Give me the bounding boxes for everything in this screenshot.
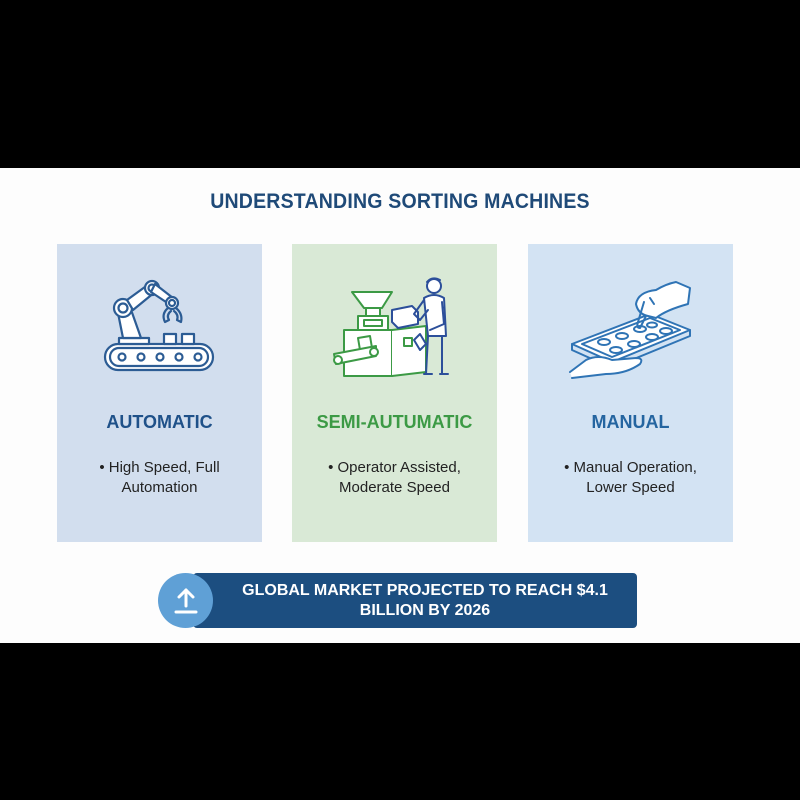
banner-line: GLOBAL MARKET PROJECTED TO REACH $4.1 xyxy=(242,581,608,599)
desc-line: High Speed, Full xyxy=(108,459,220,476)
card-automatic: AUTOMATIC • High Speed, Full Automation xyxy=(57,244,262,542)
bullet: • xyxy=(564,459,570,476)
banner-text: GLOBAL MARKET PROJECTED TO REACH $4.1 BI… xyxy=(202,581,628,621)
card-heading: MANUAL xyxy=(591,412,670,432)
bullet: • xyxy=(99,459,105,476)
bullet: • xyxy=(328,459,334,476)
desc-line: Lower Speed xyxy=(586,479,675,496)
hand-sorting-tray-icon xyxy=(528,274,733,379)
card-heading: SEMI-AUTUMATIC xyxy=(316,412,473,432)
card-heading: AUTOMATIC xyxy=(106,412,213,432)
card-semi-automatic: SEMI-AUTUMATIC • Operator Assisted, Mode… xyxy=(292,244,497,542)
card-description: • High Speed, Full Automation xyxy=(57,458,262,498)
upload-arrow-icon xyxy=(174,588,197,613)
desc-line: Automation xyxy=(121,479,198,496)
card-description: • Manual Operation, Lower Speed xyxy=(528,458,733,498)
banner-line: BILLION BY 2026 xyxy=(359,601,491,619)
desc-line: Manual Operation, xyxy=(573,459,697,476)
robotic-arm-conveyor-icon xyxy=(57,274,262,374)
banner-icon-circle xyxy=(158,573,213,628)
card-description: • Operator Assisted, Moderate Speed xyxy=(292,458,497,498)
page-title: UNDERSTANDING SORTING MACHINES xyxy=(210,190,590,213)
desc-line: Moderate Speed xyxy=(339,479,450,496)
slide: UNDERSTANDING SORTING MACHINES xyxy=(0,168,800,643)
desc-line: Operator Assisted, xyxy=(337,459,461,476)
market-projection-banner: GLOBAL MARKET PROJECTED TO REACH $4.1 BI… xyxy=(193,573,637,628)
operator-machine-icon xyxy=(292,274,497,377)
card-manual: MANUAL • Manual Operation, Lower Speed xyxy=(528,244,733,542)
